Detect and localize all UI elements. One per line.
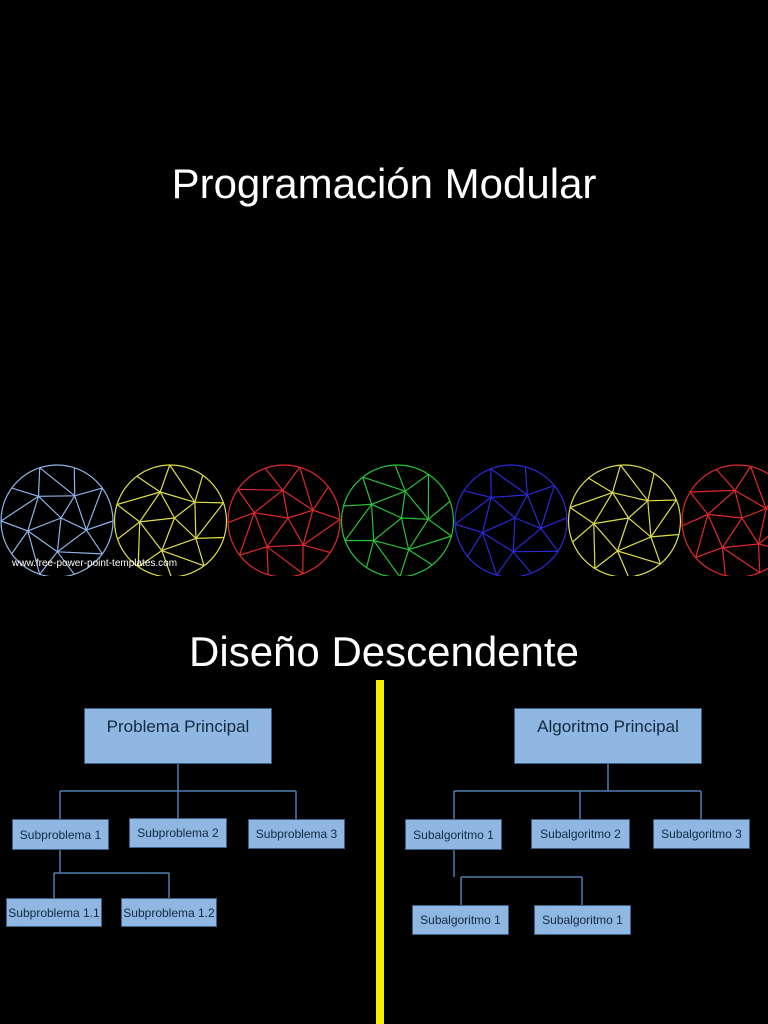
slide-title: Programación Modular: [171, 160, 597, 207]
geodesic-sphere-icon: [454, 464, 568, 576]
slide-title: Diseño Descendente: [189, 628, 579, 675]
tree-node-subalgoritmo-1: Subalgoritmo 1: [405, 819, 502, 850]
geodesic-sphere-icon: [681, 464, 768, 576]
geodesic-sphere-icon: [567, 464, 682, 576]
tree-node-subproblema-1-2: Subproblema 1.2: [121, 898, 217, 927]
yellow-divider: [376, 680, 384, 1024]
root-box-algoritmo-principal: Algoritmo Principal: [514, 708, 702, 764]
tree-node-subalgoritmo-2: Subalgoritmo 2: [531, 819, 630, 849]
tree-connectors: [53, 764, 702, 905]
tree-node-subproblema-1-1: Subproblema 1.1: [6, 898, 102, 927]
tree-node-subproblema-3: Subproblema 3: [248, 819, 345, 849]
tree-node-subalgoritmo-1-a: Subalgoritmo 1: [412, 905, 509, 935]
geodesic-sphere-icon: [0, 464, 114, 576]
slide-diseno-descendente: Diseño Descendente Problema Principal Su…: [0, 588, 768, 1024]
geodesic-sphere-icon: [227, 464, 341, 576]
geodesic-sphere-icon: [340, 464, 455, 576]
geodesic-sphere-icon: [113, 464, 228, 576]
root-box-problema-principal: Problema Principal: [84, 708, 272, 764]
geodesic-spheres-banner: [0, 464, 768, 576]
template-credit: www.free-power-point-templates.com: [12, 558, 178, 569]
tree-node-subproblema-1: Subproblema 1: [12, 819, 109, 850]
tree-node-subalgoritmo-1-b: Subalgoritmo 1: [534, 905, 631, 935]
slide-programacion-modular: Programación Modular www.free-power-poin…: [0, 160, 768, 576]
tree-node-subalgoritmo-3: Subalgoritmo 3: [653, 819, 750, 849]
tree-node-subproblema-2: Subproblema 2: [129, 818, 227, 848]
